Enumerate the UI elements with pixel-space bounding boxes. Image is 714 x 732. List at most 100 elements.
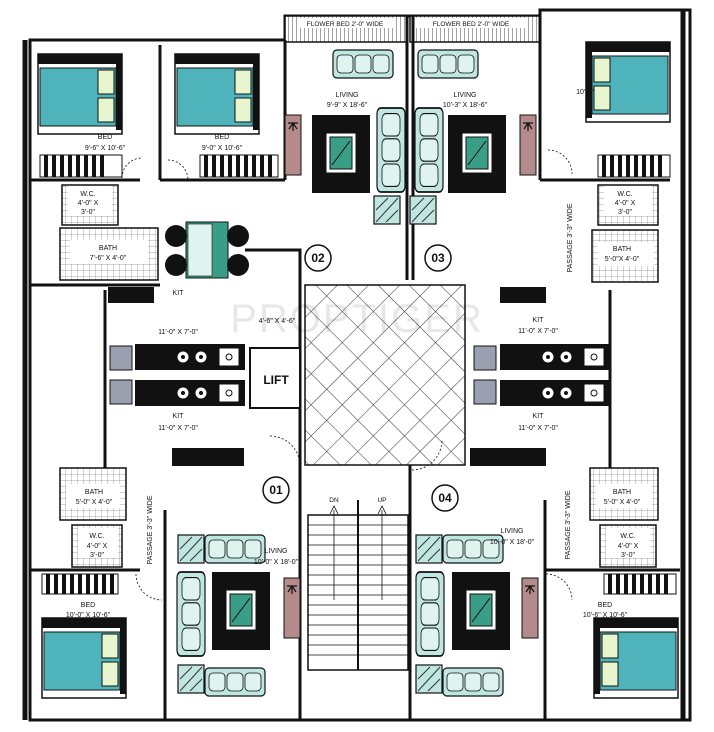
staircase: DN UP — [307, 497, 409, 671]
flower-bed-left: FLOWER BED 2'-0" WIDE — [284, 15, 408, 43]
svg-text:PASSAGE 3'-3" WIDE: PASSAGE 3'-3" WIDE — [567, 203, 574, 272]
svg-text:4'-0" X: 4'-0" X — [87, 543, 108, 550]
coffee-table-icon — [447, 114, 507, 194]
bed-icon — [41, 617, 127, 699]
coffee-table-icon — [311, 114, 371, 194]
stove-icon — [134, 343, 246, 371]
svg-text:BATH: BATH — [613, 489, 631, 496]
sofa-icon — [442, 667, 504, 697]
sofa-icon — [414, 107, 444, 193]
svg-text:10'-3" X 18'-6": 10'-3" X 18'-6" — [443, 102, 488, 109]
svg-text:BATH: BATH — [613, 246, 631, 253]
svg-text:4'-6" X 4'-6": 4'-6" X 4'-6" — [259, 318, 296, 325]
watermark: PROPTIGER — [230, 297, 484, 341]
svg-text:3'-0": 3'-0" — [90, 552, 104, 559]
svg-text:LIVING: LIVING — [336, 92, 359, 99]
unit-number: 04 — [438, 491, 452, 505]
svg-text:9'-0" X 10'-6": 9'-0" X 10'-6" — [202, 145, 243, 152]
unit-number: 01 — [269, 483, 283, 497]
lift: LIFT — [249, 347, 301, 409]
coffee-table-icon — [451, 571, 511, 651]
sofa-icon — [332, 49, 394, 79]
stove-icon — [499, 379, 611, 407]
plant-icon — [283, 577, 301, 639]
bed-icon — [174, 53, 260, 135]
svg-text:BED: BED — [215, 134, 229, 141]
svg-text:KIT: KIT — [533, 317, 545, 324]
stove-icon — [499, 343, 611, 371]
coffee-table-icon — [211, 571, 271, 651]
svg-text:BATH: BATH — [99, 245, 117, 252]
chair-icon — [177, 664, 205, 694]
svg-text:7'-6" X 4'-0": 7'-6" X 4'-0" — [90, 255, 127, 262]
svg-text:5'-0" X 4'-0": 5'-0" X 4'-0" — [76, 499, 113, 506]
svg-text:W.C.: W.C. — [620, 533, 635, 540]
plant-icon — [284, 114, 302, 176]
chair-icon — [373, 195, 401, 225]
unit-02: BED 9'-6" X 10'-6" BED 9'-0" X 10'-6" W.… — [37, 49, 406, 371]
svg-text:9'-6" X 10'-6": 9'-6" X 10'-6" — [85, 145, 126, 152]
bed-icon — [37, 53, 123, 135]
svg-text:5'-0"X 4'-0": 5'-0"X 4'-0" — [605, 256, 640, 263]
svg-text:3'-0": 3'-0" — [621, 552, 635, 559]
svg-text:9'-9" X 18'-6": 9'-9" X 18'-6" — [327, 102, 368, 109]
svg-text:BED: BED — [81, 602, 95, 609]
unit-03: 10'-0" W.C. 4'-0" X 3'-0" BATH 5'-0"X 4'… — [409, 41, 671, 371]
svg-text:KIT: KIT — [173, 290, 185, 297]
svg-text:LIVING: LIVING — [265, 548, 288, 555]
plant-icon — [521, 577, 539, 639]
bed-icon — [585, 41, 671, 123]
svg-text:5'-0" X 4'-0": 5'-0" X 4'-0" — [604, 499, 641, 506]
chair-icon — [409, 195, 437, 225]
svg-text:LIFT: LIFT — [263, 373, 289, 387]
svg-text:11'-0" X 7'-0": 11'-0" X 7'-0" — [518, 328, 558, 335]
svg-text:BED: BED — [98, 134, 112, 141]
bed-icon — [593, 617, 679, 699]
svg-text:PASSAGE 3'-3" WIDE: PASSAGE 3'-3" WIDE — [565, 490, 572, 559]
svg-text:W.C.: W.C. — [80, 191, 95, 198]
svg-text:LIVING: LIVING — [501, 528, 524, 535]
svg-text:4'-0" X: 4'-0" X — [615, 200, 636, 207]
svg-text:FLOWER BED 2'-0" WIDE: FLOWER BED 2'-0" WIDE — [433, 21, 510, 28]
svg-text:4'-0" X: 4'-0" X — [78, 200, 99, 207]
svg-text:PASSAGE 3'-3" WIDE: PASSAGE 3'-3" WIDE — [147, 495, 154, 564]
chair-icon — [415, 534, 443, 564]
unit-04: KIT 11'-0" X 7'-0" BATH 5'-0" X 4'-0" W.… — [415, 379, 679, 699]
svg-text:KIT: KIT — [173, 413, 185, 420]
svg-text:4'-0" X: 4'-0" X — [618, 543, 639, 550]
unit-01: KIT 11'-0" X 7'-0" BATH 5'-0" X 4'-0" W.… — [41, 379, 301, 699]
svg-text:10'-6" X 10'-6": 10'-6" X 10'-6" — [583, 612, 628, 619]
svg-text:10'-0" X 18'-0": 10'-0" X 18'-0" — [490, 539, 535, 546]
chair-icon — [177, 534, 205, 564]
lobby-tiled-floor — [304, 284, 466, 466]
svg-text:KIT: KIT — [533, 413, 545, 420]
sofa-icon — [417, 49, 479, 79]
svg-text:BATH: BATH — [85, 489, 103, 496]
plant-icon — [519, 114, 537, 176]
door-swings — [121, 149, 573, 601]
stove-icon — [134, 379, 246, 407]
svg-text:LIVING: LIVING — [454, 92, 477, 99]
svg-text:10'-0": 10'-0" — [576, 89, 594, 96]
svg-text:FLOWER BED 2'-0" WIDE: FLOWER BED 2'-0" WIDE — [307, 21, 384, 28]
sofa-icon — [204, 667, 266, 697]
svg-text:10'-0" X 10'-6": 10'-0" X 10'-6" — [66, 612, 111, 619]
svg-text:W.C.: W.C. — [89, 533, 104, 540]
flower-bed-right: FLOWER BED 2'-0" WIDE — [409, 15, 541, 43]
unit-number: 02 — [311, 251, 325, 265]
svg-text:10'-0" X 18'-0": 10'-0" X 18'-0" — [254, 559, 299, 566]
svg-text:11'-0" X 7'-0": 11'-0" X 7'-0" — [158, 425, 198, 432]
stair-down-label: DN — [329, 497, 339, 504]
sofa-icon — [176, 571, 206, 657]
svg-text:11'-0" X 7'-0": 11'-0" X 7'-0" — [518, 425, 558, 432]
unit-number: 03 — [431, 251, 445, 265]
stair-up-label: UP — [377, 497, 386, 504]
chair-icon — [415, 664, 443, 694]
svg-text:W.C.: W.C. — [617, 191, 632, 198]
svg-text:11'-0" X 7'-0": 11'-0" X 7'-0" — [158, 329, 198, 336]
sofa-icon — [415, 571, 445, 657]
svg-text:3'-0": 3'-0" — [618, 209, 632, 216]
svg-text:BED: BED — [598, 602, 612, 609]
svg-text:3'-0": 3'-0" — [81, 209, 95, 216]
